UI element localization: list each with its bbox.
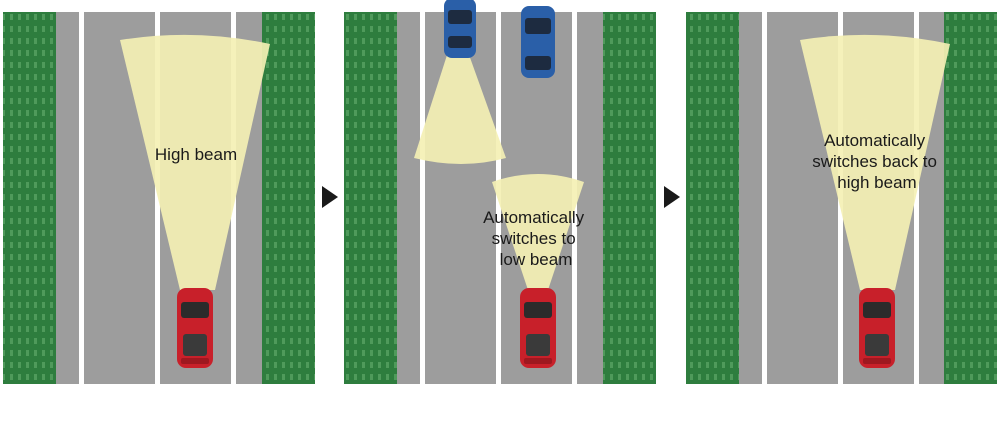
oncoming-beam-cone bbox=[414, 52, 506, 164]
oncoming-car bbox=[521, 6, 555, 78]
panel-back-to-high-beam: Automatically switches back to high beam bbox=[686, 12, 997, 384]
lane-line bbox=[762, 12, 767, 384]
panel-low-beam: Automatically switches to low beam bbox=[344, 0, 656, 384]
grass-right bbox=[262, 12, 315, 384]
grass-left bbox=[686, 12, 739, 384]
lane-line bbox=[420, 12, 425, 384]
panel-high-beam: High beam bbox=[3, 12, 315, 384]
grass-right bbox=[944, 12, 997, 384]
caption-back-to-high-beam: Automatically switches back to high beam bbox=[812, 131, 941, 192]
lane-line bbox=[155, 12, 160, 384]
grass-left bbox=[344, 12, 397, 384]
high-beam-cone bbox=[800, 34, 950, 290]
grass-right bbox=[603, 12, 656, 384]
own-car bbox=[859, 288, 895, 368]
arrow-next-icon bbox=[322, 186, 338, 208]
caption-low-beam: Automatically switches to low beam bbox=[483, 208, 589, 269]
high-beam-cone bbox=[120, 34, 270, 290]
low-beam-cone bbox=[492, 174, 584, 290]
arrow-next-icon bbox=[664, 186, 680, 208]
own-car bbox=[520, 288, 556, 368]
oncoming-car bbox=[444, 0, 476, 58]
caption-high-beam: High beam bbox=[155, 145, 237, 164]
grass-left bbox=[3, 12, 56, 384]
own-car bbox=[177, 288, 213, 368]
lane-line bbox=[79, 12, 84, 384]
lane-line bbox=[914, 12, 919, 384]
